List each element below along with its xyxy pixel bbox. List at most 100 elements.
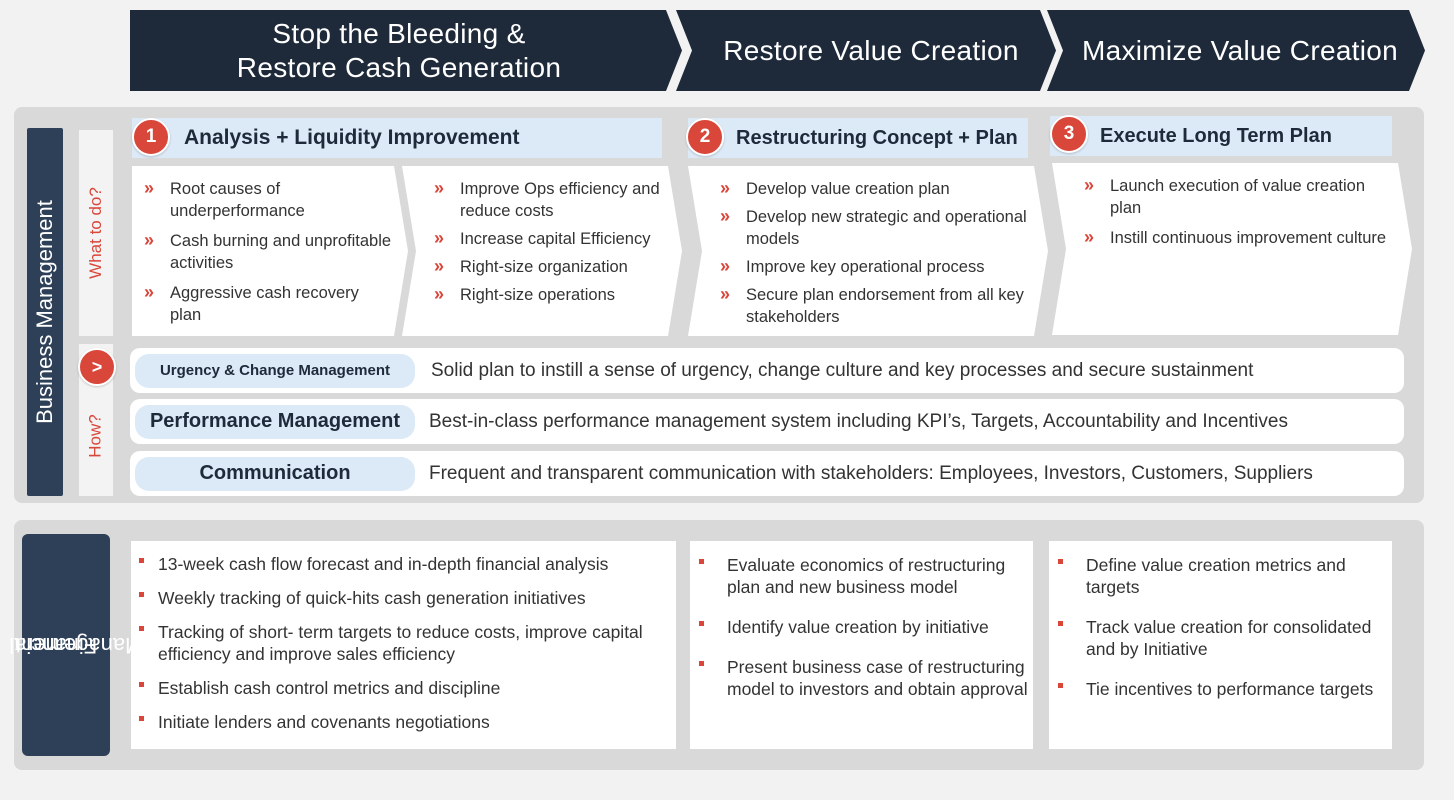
phase-stop-the-bleeding: Stop the Bleeding &Restore Cash Generati… [130, 10, 682, 91]
how-chevron-icon: > [78, 348, 116, 386]
double-chevron-icon: » [434, 178, 445, 198]
double-chevron-icon: » [144, 282, 155, 302]
how-row-urgency: Urgency & Change Management Solid plan t… [130, 348, 1404, 393]
double-chevron-icon: » [144, 230, 155, 250]
list-item: 13-week cash flow forecast and in-depth … [139, 553, 676, 575]
step-3-title: Execute Long Term Plan [1100, 124, 1332, 147]
how-row-description: Solid plan to instill a sense of urgency… [431, 359, 1254, 381]
list-item: Establish cash control metrics and disci… [139, 677, 676, 699]
list-item: »Right-size organization [460, 256, 666, 278]
double-chevron-icon: » [720, 178, 731, 198]
list-item-text: Define value creation metrics and target… [1086, 555, 1346, 597]
list-item-text: Develop value creation plan [746, 180, 950, 198]
step-2-number-badge: 2 [686, 118, 724, 156]
double-chevron-icon: » [1084, 227, 1095, 247]
list-item-text: Present business case of restructuring m… [727, 657, 1028, 699]
phase-2-label: Restore Value Creation [723, 34, 1019, 66]
list-item: »Improve key operational process [746, 256, 1032, 278]
list-item-text: Tracking of short- term targets to reduc… [158, 622, 643, 664]
step-1-header: Analysis + Liquidity Improvement [132, 118, 662, 158]
what-card-1a: »Root causes of underperformance »Cash b… [132, 166, 408, 336]
financial-management-line-2: Management [14, 633, 144, 658]
how-row-label: Communication [135, 456, 415, 491]
what-card-2: »Develop value creation plan »Develop ne… [688, 166, 1048, 336]
business-management-label: Business Management [27, 128, 63, 496]
square-bullet-icon [699, 661, 704, 666]
list-item: Track value creation for consolidated an… [1058, 616, 1392, 660]
how-label: How? [86, 414, 105, 458]
list-item: »Aggressive cash recovery plan [170, 282, 392, 326]
list-item-text: Aggressive cash recovery plan [170, 284, 359, 324]
list-item: Initiate lenders and covenants negotiati… [139, 711, 676, 733]
step-3-header: Execute Long Term Plan [1050, 116, 1392, 156]
step-1-title: Analysis + Liquidity Improvement [184, 126, 520, 149]
list-item: »Launch execution of value creation plan [1110, 175, 1396, 219]
phase-3-label: Maximize Value Creation [1081, 34, 1399, 66]
step-3-number-badge: 3 [1050, 115, 1088, 153]
double-chevron-icon: » [1084, 175, 1095, 195]
double-chevron-icon: » [720, 284, 731, 304]
list-item: Identify value creation by initiative [699, 616, 1033, 638]
what-card-3: »Launch execution of value creation plan… [1052, 163, 1412, 335]
financial-card-2: Evaluate economics of restructuring plan… [690, 541, 1033, 749]
how-row-label: Urgency & Change Management [135, 353, 415, 388]
list-item: »Right-size operations [460, 284, 666, 306]
list-item-text: Tie incentives to performance targets [1086, 679, 1374, 699]
list-item: Tie incentives to performance targets [1058, 678, 1392, 700]
step-2-header: Restructuring Concept + Plan [688, 118, 1028, 158]
step-1-number-badge: 1 [132, 118, 170, 156]
double-chevron-icon: » [434, 256, 445, 276]
how-row-description: Best-in-class performance management sys… [429, 410, 1288, 432]
square-bullet-icon [139, 682, 144, 687]
double-chevron-icon: » [720, 206, 731, 226]
list-item: Define value creation metrics and target… [1058, 554, 1392, 598]
list-item: Tracking of short- term targets to reduc… [139, 621, 676, 665]
square-bullet-icon [1058, 621, 1063, 626]
list-item: »Improve Ops efficiency and reduce costs [460, 178, 666, 222]
list-item-text: Weekly tracking of quick-hits cash gener… [158, 588, 586, 608]
how-row-label: Performance Management [135, 404, 415, 439]
phase-maximize-value-creation: Maximize Value Creation [1047, 10, 1425, 91]
square-bullet-icon [699, 621, 704, 626]
list-item-text: Establish cash control metrics and disci… [158, 678, 501, 698]
list-item: Present business case of restructuring m… [699, 656, 1033, 700]
financial-card-3: Define value creation metrics and target… [1049, 541, 1392, 749]
list-item-text: Improve key operational process [746, 258, 985, 276]
list-item-text: Secure plan endorsement from all key sta… [746, 286, 1024, 326]
how-row-communication: Communication Frequent and transparent c… [130, 451, 1404, 496]
step-2-title: Restructuring Concept + Plan [736, 126, 1018, 149]
phase-1-line-1: Stop the Bleeding & [272, 17, 526, 49]
list-item: »Cash burning and unprofitable activitie… [170, 230, 392, 274]
list-item-text: Instill continuous improvement culture [1110, 229, 1387, 247]
list-item: »Secure plan endorsement from all key st… [746, 284, 1032, 328]
list-item: »Root causes of underperformance [170, 178, 392, 222]
square-bullet-icon [139, 626, 144, 631]
square-bullet-icon [139, 558, 144, 563]
phase-restore-value-creation: Restore Value Creation [676, 10, 1056, 91]
list-item: »Develop new strategic and operational m… [746, 206, 1032, 250]
what-to-do-label: What to do? [86, 187, 106, 279]
square-bullet-icon [139, 592, 144, 597]
list-item-text: Increase capital Efficiency [460, 230, 651, 248]
square-bullet-icon [1058, 559, 1063, 564]
list-item-text: Identify value creation by initiative [727, 617, 989, 637]
list-item-text: Evaluate economics of restructuring plan… [727, 555, 1006, 597]
double-chevron-icon: » [434, 228, 445, 248]
list-item-text: Cash burning and unprofitable activities [170, 232, 392, 272]
phase-1-line-2: Restore Cash Generation [236, 51, 562, 83]
double-chevron-icon: » [720, 256, 731, 276]
double-chevron-icon: » [434, 284, 445, 304]
list-item: »Increase capital Efficiency [460, 228, 666, 250]
list-item-text: Develop new strategic and operational mo… [746, 208, 1027, 248]
square-bullet-icon [1058, 683, 1063, 688]
list-item-text: Launch execution of value creation plan [1110, 177, 1366, 217]
list-item: Evaluate economics of restructuring plan… [699, 554, 1033, 598]
double-chevron-icon: » [144, 178, 155, 198]
list-item-text: Improve Ops efficiency and reduce costs [460, 180, 660, 220]
square-bullet-icon [139, 716, 144, 721]
business-management-text: Business Management [32, 200, 58, 424]
list-item-text: 13-week cash flow forecast and in-depth … [158, 554, 609, 574]
list-item-text: Initiate lenders and covenants negotiati… [158, 712, 490, 732]
